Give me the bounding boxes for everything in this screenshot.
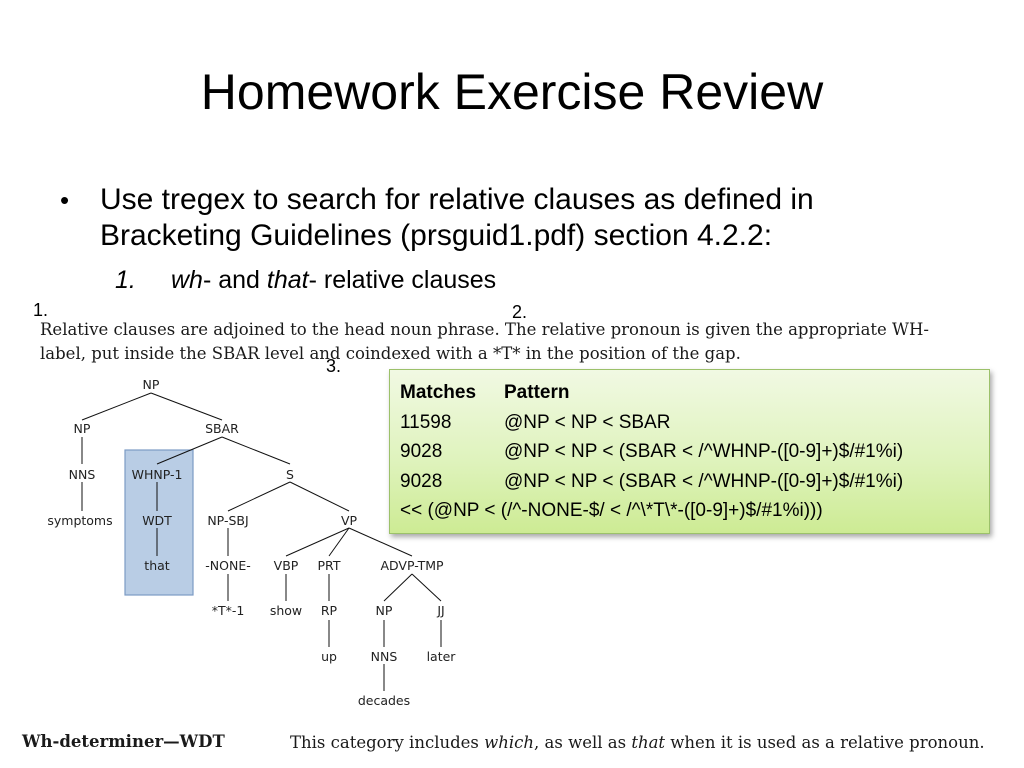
leaf-decades: decades xyxy=(358,693,410,708)
sub-item-number: 1. xyxy=(115,266,136,294)
node-nns: NNS xyxy=(69,467,96,482)
desc-part-a: This category includes xyxy=(290,733,485,752)
desc-part-b: , as well as xyxy=(534,733,632,752)
desc-part-c: when it is used as a relative pronoun. xyxy=(665,733,985,752)
matches-box: Matches Pattern 11598 @NP < NP < SBAR 9028… xyxy=(389,369,990,534)
node-vbp: VBP xyxy=(274,558,299,573)
match-count: 11598 xyxy=(400,411,452,433)
guideline-line-1: Relative clauses are adjoined to the hea… xyxy=(40,320,929,339)
node-nns-2: NNS xyxy=(371,649,398,664)
guideline-line-2a: label, put inside the SBAR level xyxy=(40,344,305,363)
leaf-trace: *T*-1 xyxy=(212,603,245,618)
match-row: 9028 @NP < NP < (SBAR < /^WHNP-([0-9]+)$/… xyxy=(400,467,979,497)
sub-item-rest: - relative clauses xyxy=(308,266,497,294)
node-sbar: SBAR xyxy=(205,421,239,436)
bullet-text: Use tregex to search for relative clause… xyxy=(100,183,814,252)
node-advp-tmp: ADVP-TMP xyxy=(380,558,444,573)
match-pattern: @NP < NP < (SBAR < /^WHNP-([0-9]+)$/#1%i… xyxy=(504,470,904,492)
matches-header-count: Matches xyxy=(400,382,477,403)
tree-edges xyxy=(81,392,442,691)
desc-which: which xyxy=(484,733,535,752)
label-two: 2. xyxy=(512,302,528,322)
match-count: 9028 xyxy=(400,441,443,462)
node-none: -NONE- xyxy=(205,558,250,573)
node-np-2: NP xyxy=(376,603,393,618)
match-row: 9028 @NP < NP < (SBAR < /^WHNP-([0-9]+)$/… xyxy=(400,437,979,467)
node-wdt: WDT xyxy=(142,513,172,528)
desc-that: that xyxy=(631,733,666,752)
whnp-highlight xyxy=(124,449,194,596)
wh-determiner-heading: Wh-determiner—WDT xyxy=(22,732,225,751)
label-one: 1. xyxy=(33,300,49,320)
leaf-later: later xyxy=(427,649,457,664)
guideline-line-2: label, put inside the SBAR level and coi… xyxy=(40,343,741,365)
match-pattern: @NP < NP < SBAR xyxy=(504,411,671,433)
match-last-line: << (@NP < (/^-NONE-$/ < /^\*T\*-([0-9]+)… xyxy=(400,500,823,521)
node-s: S xyxy=(286,467,294,482)
slide-title: Homework Exercise Review xyxy=(200,64,824,120)
node-jj: JJ xyxy=(436,603,444,618)
wh-determiner-description: This category includes which, as well as… xyxy=(290,732,985,754)
bullet-dot: • xyxy=(60,185,70,215)
parse-tree: NP NP SBAR NNS WHNP-1 S symptoms WDT NP-… xyxy=(47,377,457,708)
node-vp: VP xyxy=(341,513,358,528)
match-count: 9028 xyxy=(400,470,443,492)
label-three: 3. xyxy=(326,356,342,376)
sub-item-wh: wh xyxy=(171,266,203,294)
guideline-line-2b: and coindexed with a *T* in the position… xyxy=(309,344,741,363)
leaf-up: up xyxy=(321,649,337,664)
node-rp: RP xyxy=(321,603,338,618)
node-whnp: WHNP-1 xyxy=(132,467,183,482)
sub-item-mid: - and xyxy=(202,266,267,294)
node-np-sbj: NP-SBJ xyxy=(207,513,248,528)
leaf-symptoms: symptoms xyxy=(47,513,112,528)
leaf-that: that xyxy=(144,558,169,573)
sub-item: 1. wh- and that- relative clauses xyxy=(115,264,496,296)
match-pattern: @NP < NP < (SBAR < /^WHNP-([0-9]+)$/#1%i… xyxy=(504,441,904,462)
matches-header-pattern: Pattern xyxy=(504,382,570,403)
node-prt: PRT xyxy=(318,558,341,573)
matches-header: Matches Pattern xyxy=(400,378,979,408)
match-row: 11598 @NP < NP < SBAR xyxy=(400,408,979,438)
node-np: NP xyxy=(74,421,91,436)
node-np-root: NP xyxy=(143,377,160,392)
leaf-show: show xyxy=(270,603,302,618)
sub-item-that: that xyxy=(266,266,309,294)
